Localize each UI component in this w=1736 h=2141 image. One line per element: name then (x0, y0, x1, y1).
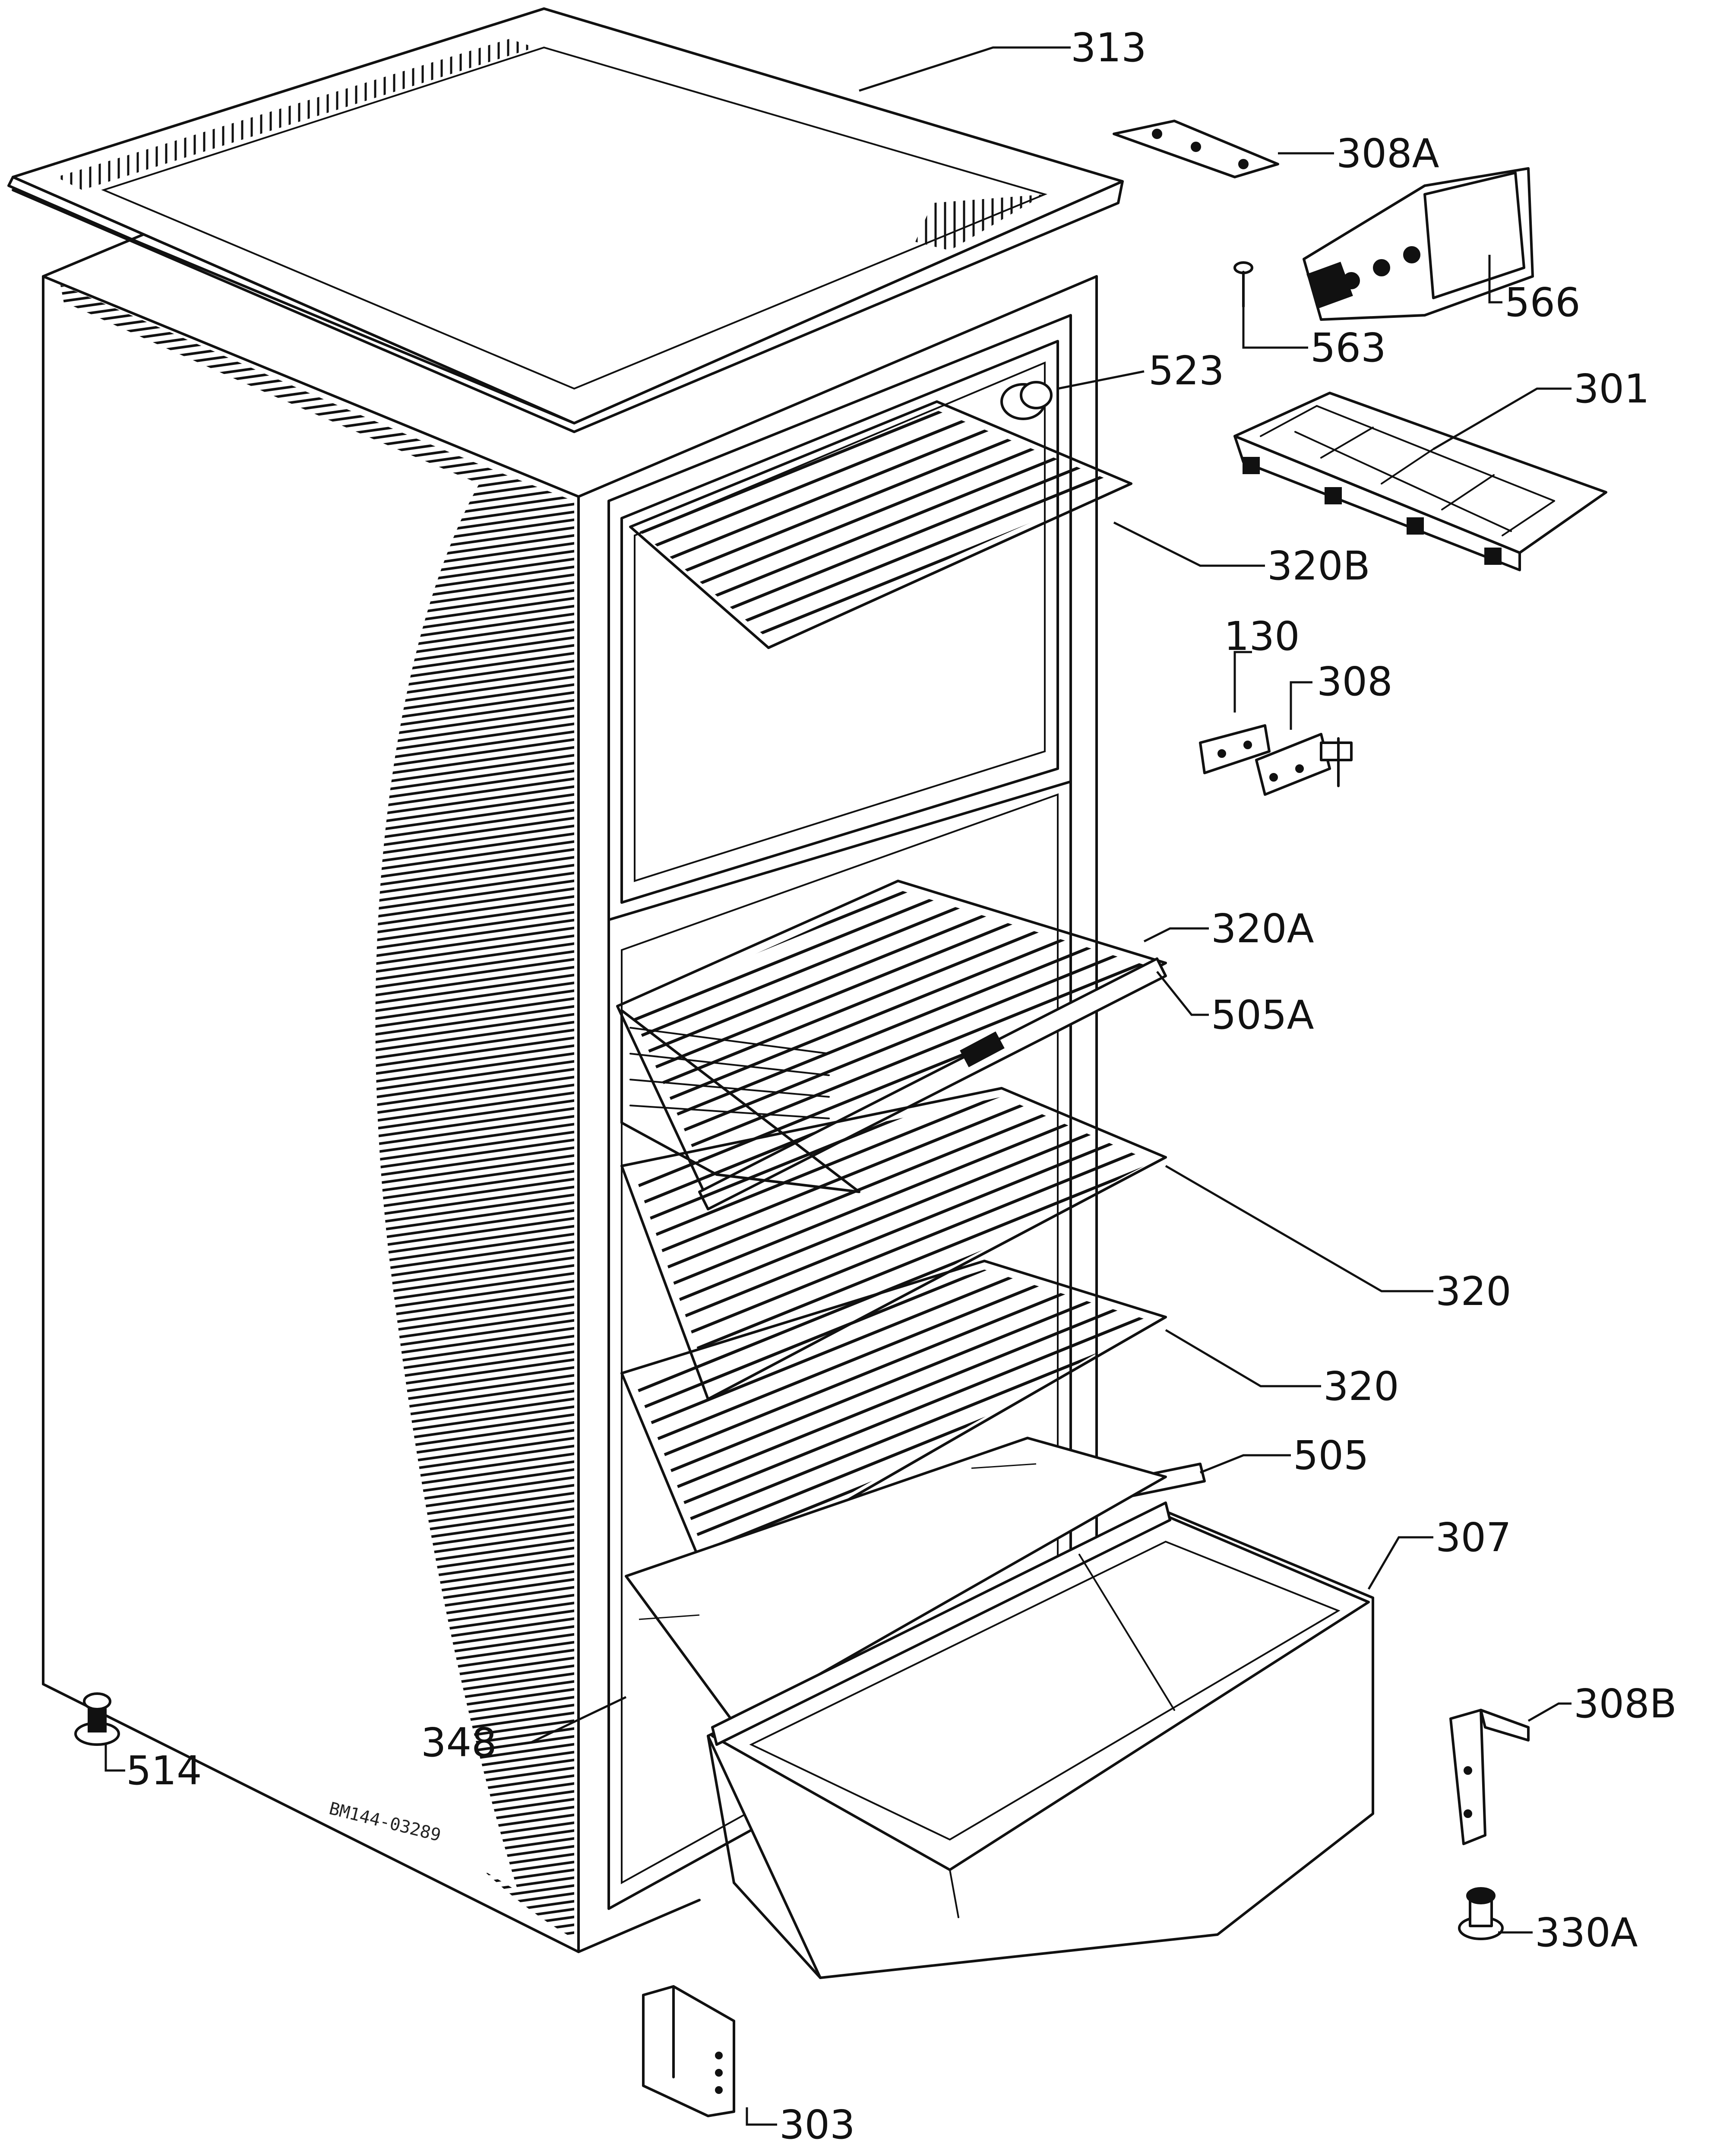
label-505a: 505A (1211, 992, 1314, 1038)
glass-shelf-348 (625, 1437, 1167, 1724)
cabinet-bottom-edge (577, 1899, 701, 1953)
bracket-308b (1449, 1709, 1530, 1845)
leader-lines (104, 46, 1572, 2126)
label-320b: 320B (1267, 543, 1370, 589)
hinge-308 (1255, 733, 1353, 796)
label-566: 566 (1505, 279, 1581, 326)
label-330a: 330A (1535, 1910, 1638, 1956)
label-320-upper: 320 (1436, 1268, 1511, 1314)
freezer-compartment-inner (634, 361, 1046, 882)
side-panel-highlight (65, 302, 518, 1891)
top-cover-313 (7, 7, 1124, 433)
label-320-lower: 320 (1323, 1363, 1399, 1409)
plate-130 (1199, 724, 1271, 774)
label-308: 308 (1317, 659, 1393, 705)
callout-labels: 313 308A 566 563 523 301 320B 130 308 32… (126, 25, 1677, 2141)
screw-563 (1233, 261, 1253, 308)
label-313: 313 (1071, 25, 1147, 71)
label-348: 348 (421, 1720, 497, 1766)
compartment-divider (607, 780, 1072, 921)
foot-330a (1458, 1887, 1504, 1940)
kickplate-303 (642, 1985, 735, 2117)
cabinet-top-edge (577, 275, 1098, 498)
label-505: 505 (1293, 1432, 1369, 1479)
crisper-bin-307 (707, 1501, 1374, 1979)
label-301: 301 (1574, 366, 1650, 412)
label-307: 307 (1436, 1514, 1511, 1561)
hinge-plate-308a (1113, 120, 1279, 178)
label-308a: 308A (1336, 130, 1439, 177)
label-523: 523 (1148, 348, 1224, 394)
label-303: 303 (779, 2102, 855, 2141)
label-308b: 308B (1574, 1681, 1677, 1727)
label-130: 130 (1224, 613, 1300, 659)
light-bulb-holder-566 (1303, 167, 1534, 321)
ice-cube-tray-301 (1233, 392, 1607, 571)
label-514: 514 (126, 1748, 202, 1794)
freezer-shelf-320b (629, 400, 1132, 649)
thermostat-knob-523 (1000, 381, 1053, 420)
label-320a: 320A (1211, 906, 1314, 952)
fridge-shelf-320-upper (620, 1087, 1167, 1400)
freezer-compartment (620, 340, 1059, 904)
label-563: 563 (1310, 325, 1386, 371)
foot-514 (74, 1692, 120, 1746)
